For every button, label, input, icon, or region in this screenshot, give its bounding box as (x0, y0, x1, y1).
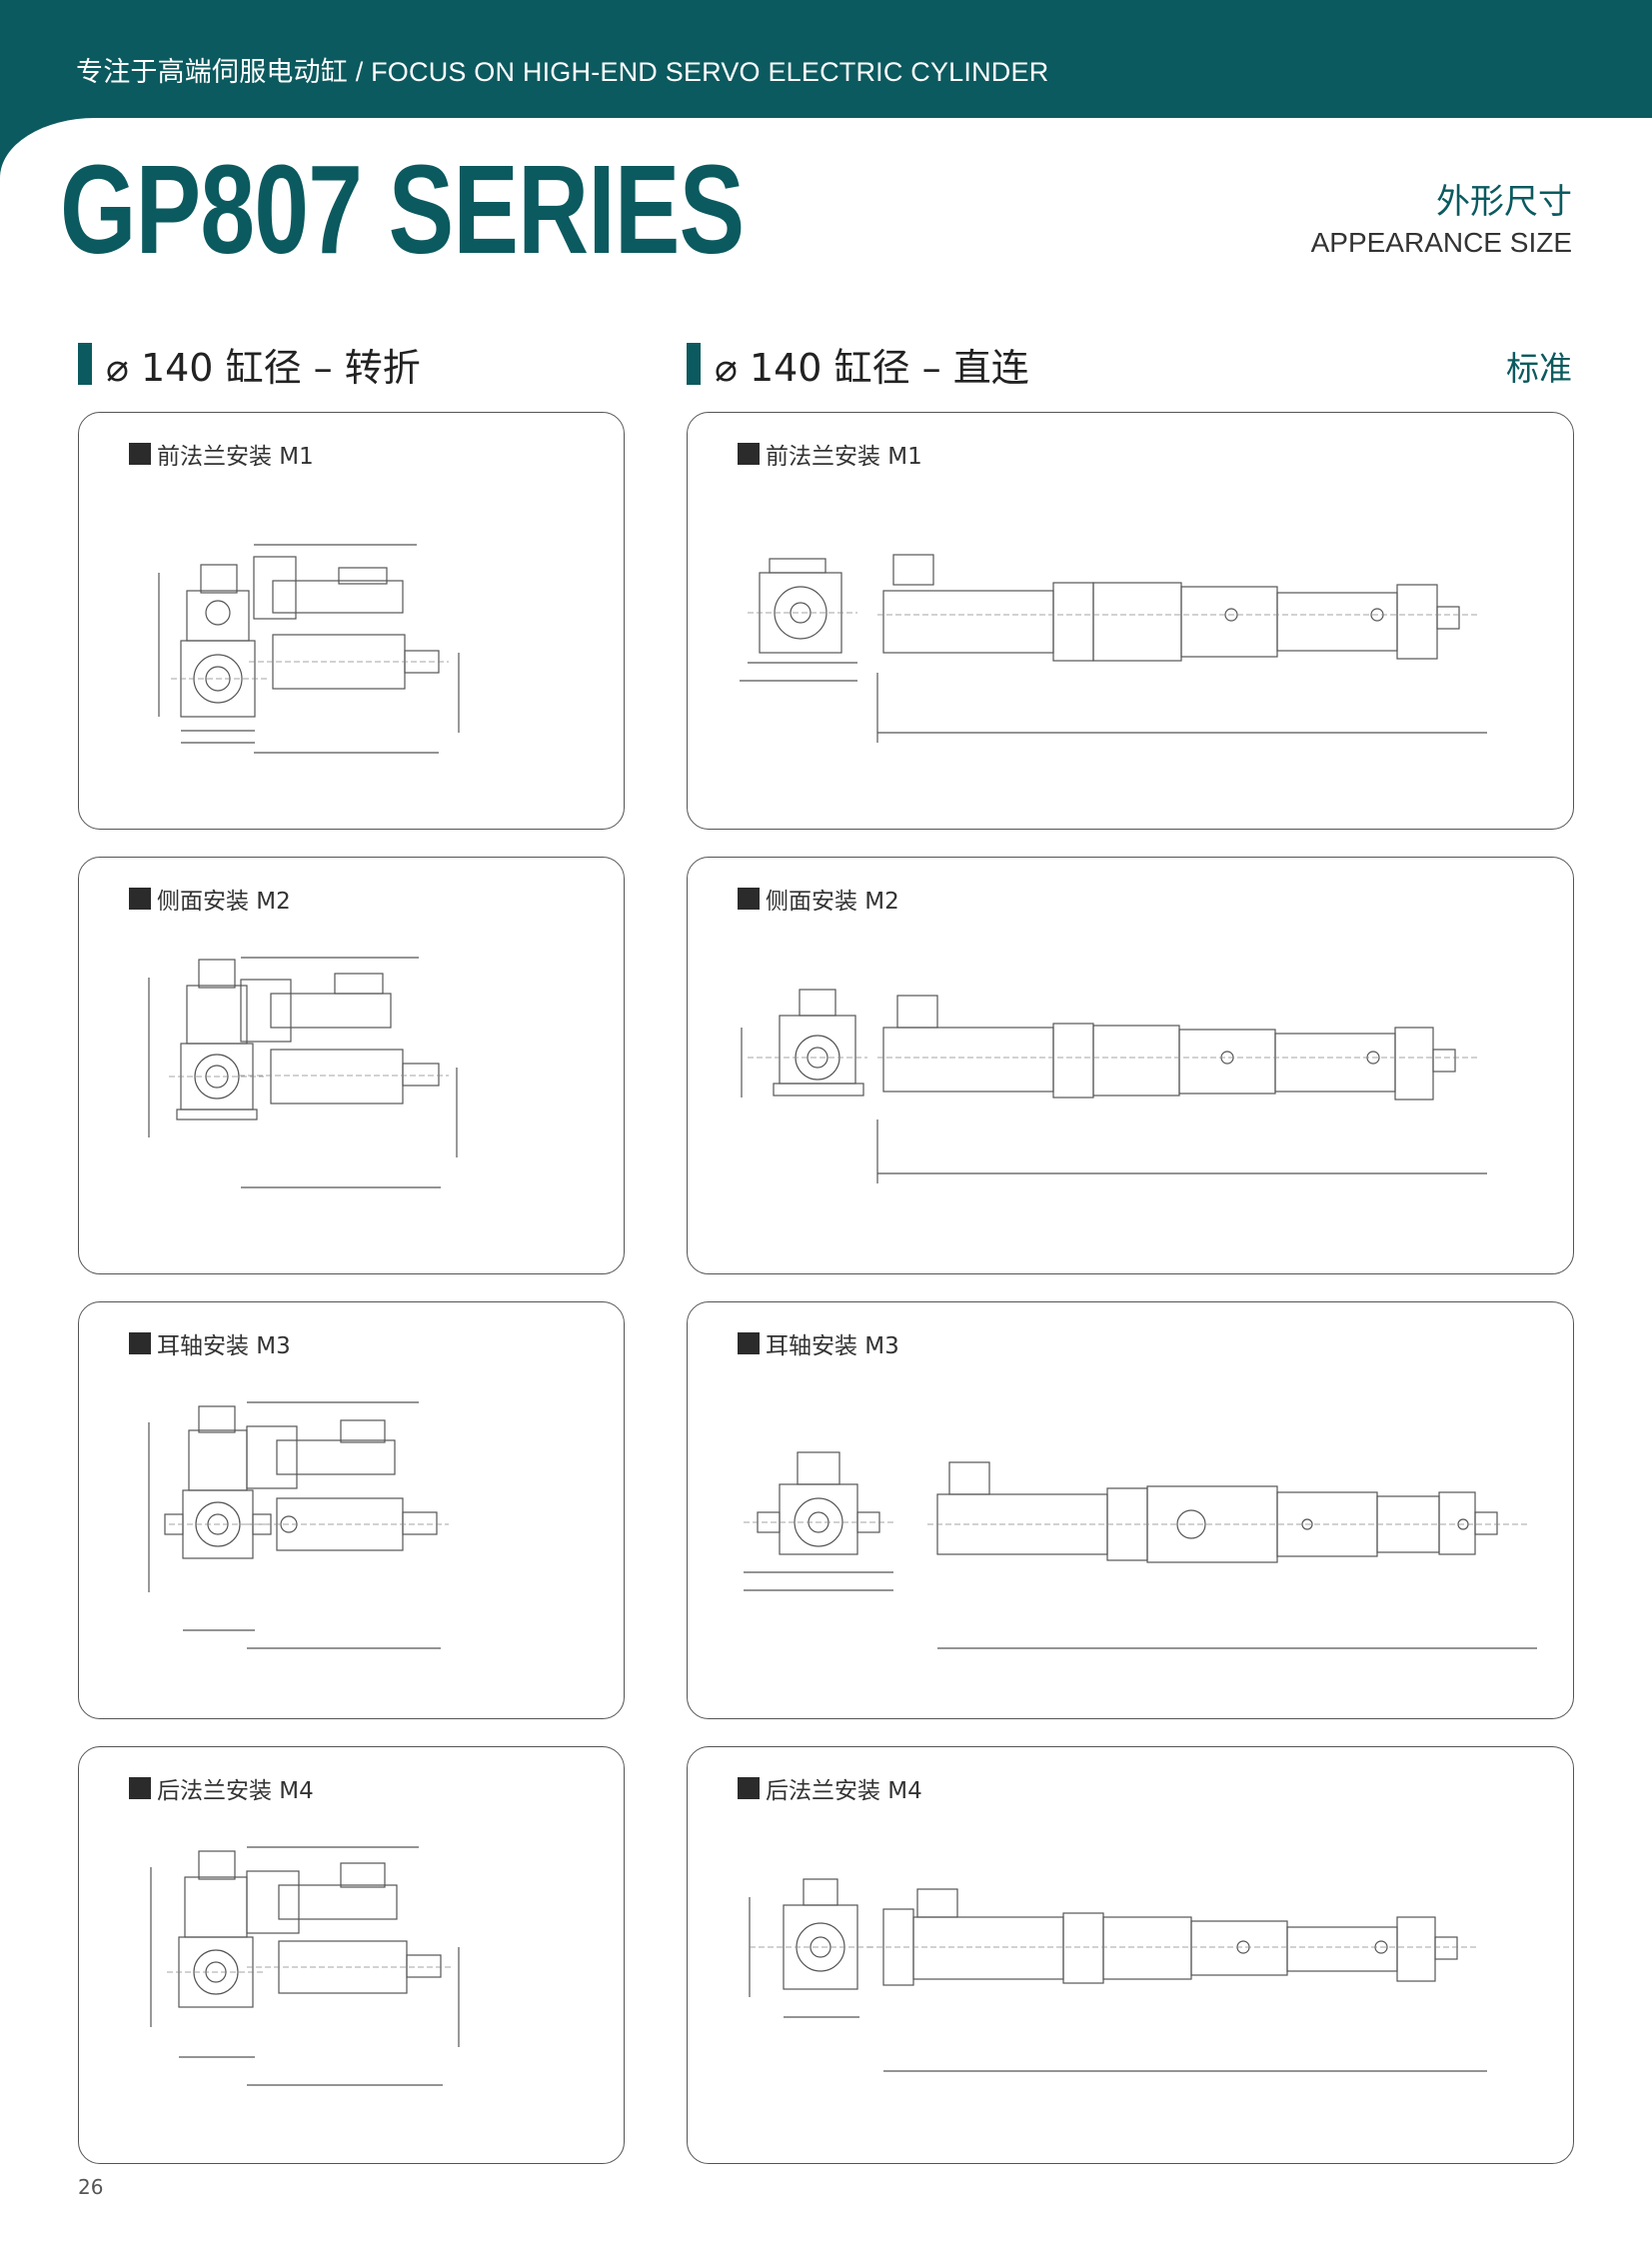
bullet-square (129, 443, 151, 465)
drawing-card-right-m1: 前法兰安装 M1 (687, 412, 1574, 830)
technical-drawing (150, 1846, 460, 2086)
category-title-en: APPEARANCE SIZE (1310, 227, 1572, 258)
bullet-square (738, 443, 760, 465)
drawing-card-left-m2: 侧面安装 M2 (78, 857, 625, 1274)
technical-drawing (749, 1878, 1487, 2072)
drawing-card-right-m2: 侧面安装 M2 (687, 857, 1574, 1274)
card-title: 耳轴安装 M3 (129, 1326, 291, 1360)
technical-drawing (148, 957, 458, 1188)
card-title: 后法兰安装 M4 (738, 1771, 922, 1805)
section-marker (78, 343, 92, 385)
bullet-square (738, 1777, 760, 1799)
drawing-card-right-m3: 耳轴安装 M3 (687, 1301, 1574, 1719)
card-title: 前法兰安装 M1 (129, 437, 314, 471)
bullet-square (738, 1332, 760, 1354)
card-title: 耳轴安装 M3 (738, 1326, 899, 1360)
technical-drawing (148, 1401, 449, 1649)
page-number: 26 (78, 2175, 104, 2199)
section-title-left: ⌀ 140 缸径 – 转折 (106, 345, 421, 390)
section-marker (687, 343, 701, 385)
drawing-card-left-m4: 后法兰安装 M4 (78, 1746, 625, 2164)
card-title: 侧面安装 M2 (129, 882, 291, 916)
bullet-square (129, 888, 151, 910)
drawing-card-left-m1: 前法兰安装 M1 (78, 412, 625, 830)
drawing-card-right-m4: 后法兰安装 M4 (687, 1746, 1574, 2164)
card-title: 侧面安装 M2 (738, 882, 899, 916)
bullet-square (129, 1777, 151, 1799)
section-title-right: ⌀ 140 缸径 – 直连 (715, 345, 1029, 390)
technical-drawing (741, 989, 1487, 1183)
header-tagline: 专注于高端伺服电动缸 / FOCUS ON HIGH-END SERVO ELE… (76, 57, 1049, 87)
card-title: 前法兰安装 M1 (738, 437, 922, 471)
section-heading-right: ⌀ 140 缸径 – 直连 (687, 340, 1029, 390)
technical-drawing (158, 544, 460, 754)
technical-drawing (744, 1451, 1537, 1649)
bullet-square (738, 888, 760, 910)
header-curve (0, 118, 190, 238)
bullet-square (129, 1332, 151, 1354)
series-title: GP807 SERIES (60, 139, 745, 280)
category-title-cn: 外形尺寸 (1436, 182, 1572, 222)
technical-drawing (740, 554, 1487, 743)
section-heading-left: ⌀ 140 缸径 – 转折 (78, 340, 421, 390)
card-title: 后法兰安装 M4 (129, 1771, 314, 1805)
header-band (0, 0, 1652, 118)
standard-tag: 标准 (1506, 349, 1572, 388)
drawing-card-left-m3: 耳轴安装 M3 (78, 1301, 625, 1719)
